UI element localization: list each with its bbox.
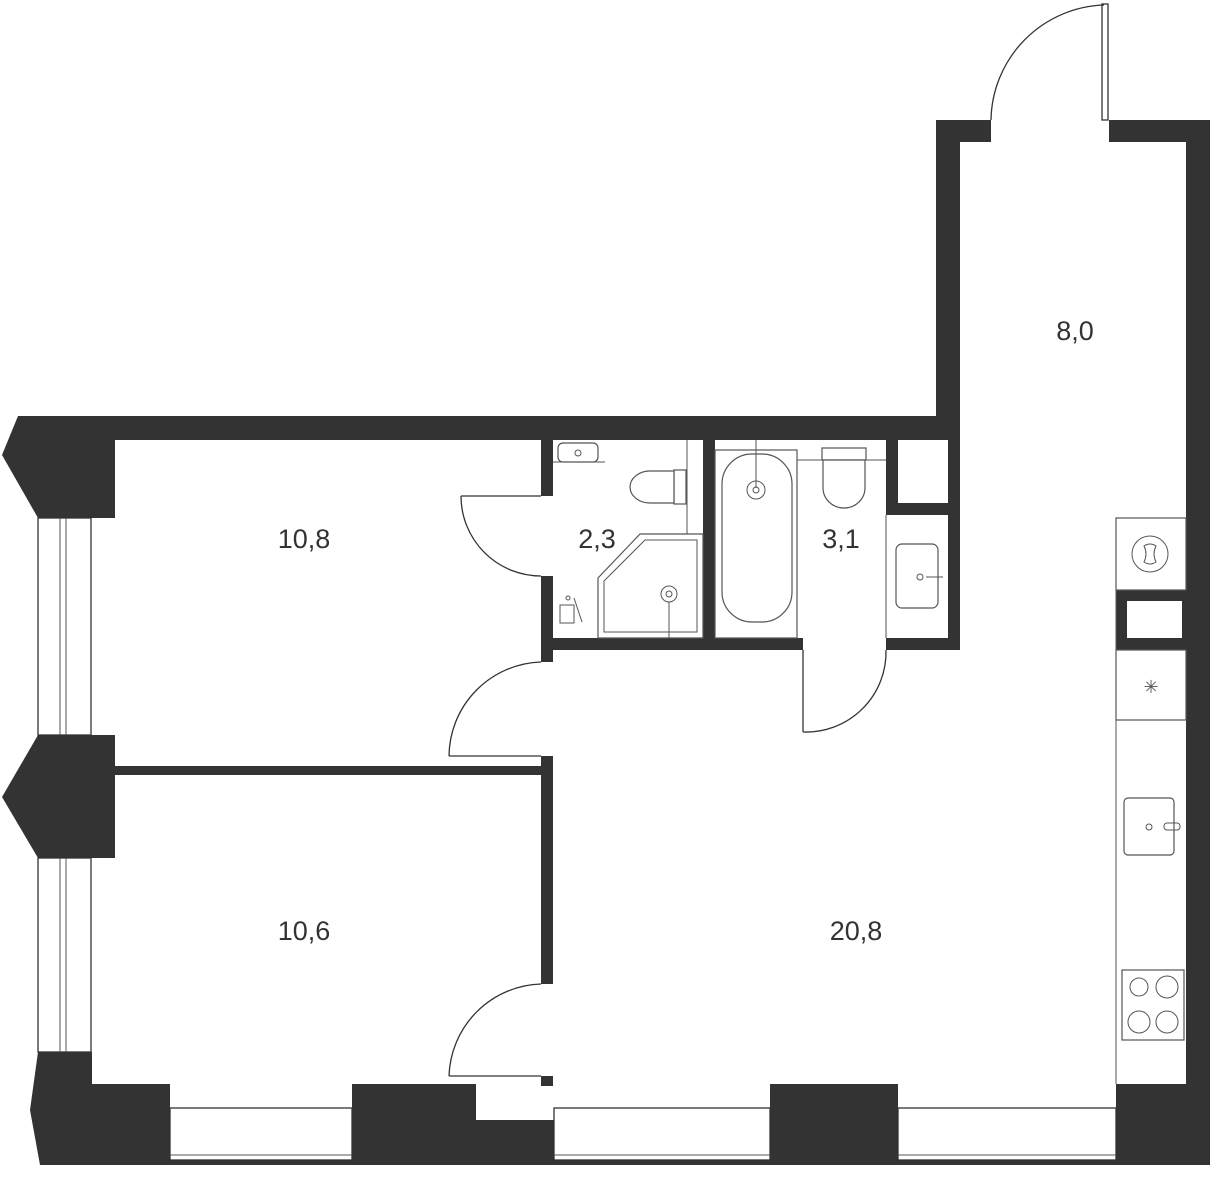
- window-left-top: [37, 517, 92, 736]
- room-area-bedroom-1: 10,8: [278, 524, 331, 554]
- room-area-living-kitchen: 20,8: [830, 916, 883, 946]
- bathtub-icon: [714, 440, 798, 639]
- fridge: ✳: [1115, 649, 1187, 721]
- door-swing-icon: [448, 661, 542, 757]
- room-area-bedroom-2: 10,6: [278, 916, 331, 946]
- shaft-void-1: [902, 443, 944, 501]
- wall-corridor-left-upper: [541, 440, 553, 496]
- wall-bottom-edge: [168, 1160, 1118, 1165]
- snowflake-icon: ✳: [1143, 677, 1158, 697]
- toilet-icon: [821, 447, 867, 509]
- shaft-void-2: [1127, 601, 1182, 638]
- stove-icon: [1121, 969, 1185, 1041]
- wall-bath-divider: [703, 440, 715, 650]
- wall-corridor-left-lower: [541, 756, 553, 984]
- walls: [2, 120, 1210, 1165]
- window-bottom-2: [553, 1107, 771, 1161]
- wall-corridor-left-bottom: [541, 1076, 553, 1086]
- wall-bottom-5: [1116, 1084, 1210, 1165]
- washbasin-icon: [557, 442, 599, 463]
- wall-shaft-left: [886, 440, 898, 510]
- doors: [448, 3, 1109, 1077]
- area-labels: 10,8 10,6 2,3 3,1 20,8 8,0: [278, 316, 1094, 946]
- window-bottom-3: [897, 1107, 1117, 1161]
- windows: [37, 517, 1117, 1161]
- sink-icon: [1123, 797, 1181, 856]
- door-swing-icon: [990, 3, 1109, 121]
- wall-shaft-bottom: [886, 503, 960, 515]
- washing-machine-icon: [1115, 517, 1187, 591]
- window-left-bottom: [37, 857, 92, 1053]
- toilet-icon: [629, 469, 687, 505]
- door-swing-icon: [460, 495, 542, 577]
- pillar-left-middle: [2, 735, 115, 858]
- wall-bottom-4: [770, 1084, 898, 1165]
- wall-bath2-bottom: [886, 638, 960, 650]
- door-swing-icon: [802, 649, 887, 733]
- bathroom-shower-fixtures: [553, 440, 704, 639]
- wall-bath-bottom: [541, 638, 803, 650]
- wall-bottom-1: [92, 1084, 170, 1165]
- room-area-bathroom-shower: 2,3: [578, 524, 616, 554]
- wall-bath2-right: [948, 440, 960, 650]
- wall-tower-top-left: [936, 120, 991, 142]
- shower-tray-icon: [597, 533, 704, 639]
- kitchen-fixtures: ✳: [1115, 517, 1187, 1084]
- bathroom-tub-fixtures: [714, 440, 943, 639]
- wall-tower-left: [936, 120, 960, 440]
- room-area-bathroom-tub: 3,1: [822, 524, 860, 554]
- cleaning-supplies-icon: [559, 595, 583, 624]
- window-bottom-1: [169, 1107, 353, 1161]
- wall-top-main: [18, 416, 960, 440]
- pillar-left-top: [2, 416, 115, 518]
- washbasin-icon: [895, 543, 943, 609]
- wall-tower-top-right: [1109, 120, 1209, 142]
- wall-bottom-2: [352, 1084, 476, 1165]
- wall-bedroom-divider: [115, 766, 553, 775]
- door-swing-icon: [448, 983, 542, 1077]
- room-area-balcony-hall: 8,0: [1056, 316, 1094, 346]
- wall-bottom-3: [476, 1120, 554, 1165]
